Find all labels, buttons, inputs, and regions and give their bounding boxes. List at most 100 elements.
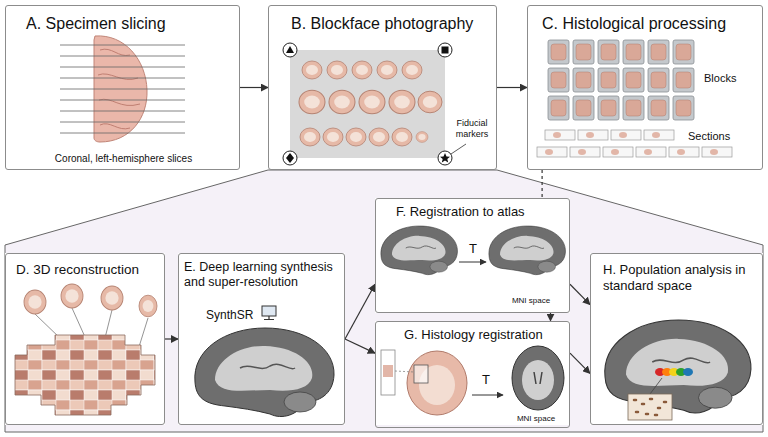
coronal-slice <box>369 128 389 146</box>
panel-label: T <box>476 372 496 388</box>
tissue-cassette <box>673 40 694 64</box>
tissue-cassette <box>573 96 594 120</box>
panel-title: E. Deep learning synthesis and super-res… <box>184 260 342 290</box>
flow-connector <box>570 284 590 304</box>
coronal-slice <box>352 61 372 79</box>
fiducial-marker <box>283 151 297 165</box>
panel-label: Fiducial markers <box>451 118 493 140</box>
mri-brain <box>195 328 334 417</box>
section-slide <box>636 147 666 157</box>
coronal-slice <box>389 90 415 113</box>
leader-line <box>650 378 662 394</box>
marker-star <box>440 153 450 163</box>
ventricle <box>534 372 542 384</box>
panel-title: A. Specimen slicing <box>26 14 236 33</box>
flow-connector <box>165 338 178 339</box>
coronal-slice <box>101 286 123 310</box>
marker-square <box>442 47 449 54</box>
coronal-slice <box>377 61 397 79</box>
coronal-slice <box>407 351 467 415</box>
panel-box: D. 3D reconstruction <box>5 253 165 425</box>
section-slide <box>669 147 699 157</box>
computer-icon <box>262 306 276 316</box>
tissue-cassette <box>548 40 569 64</box>
section-slide <box>603 147 633 157</box>
marker-triangle <box>286 46 294 53</box>
fiducial-marker <box>438 151 452 165</box>
section-slide <box>611 130 641 140</box>
glass-slide <box>381 350 395 395</box>
panel-box: G. Histology registrationT MNI space <box>375 321 570 428</box>
panel-ground <box>5 253 165 425</box>
histology-inset <box>628 394 672 420</box>
tissue-cassette <box>598 68 619 92</box>
coronal-slice <box>61 284 83 308</box>
section-slide <box>570 147 600 157</box>
atlas-white-matter <box>522 360 554 400</box>
atlas-coronal <box>512 346 564 410</box>
tissue-cassette <box>648 96 669 120</box>
panel-title: H. Population analysis in standard space <box>603 262 753 293</box>
coronal-slice <box>327 61 347 79</box>
panel-ground <box>375 198 570 313</box>
tissue-cassette <box>673 96 694 120</box>
marker-diamond <box>286 153 294 163</box>
stained-cells <box>634 399 666 415</box>
flow-connector <box>570 353 590 373</box>
panel-label: MNI space <box>496 296 566 306</box>
tissue-cassette <box>623 96 644 120</box>
panel-title: C. Histological processing <box>542 14 757 33</box>
tissue-cassette <box>573 40 594 64</box>
coronal-slice <box>392 128 412 146</box>
tissue-cassette <box>573 68 594 92</box>
tissue-cassette <box>623 40 644 64</box>
photo-board <box>290 50 445 158</box>
transform-arrow <box>459 262 486 263</box>
fiducial-marker <box>283 43 297 57</box>
slice-lines <box>60 45 185 133</box>
block-outline <box>414 365 428 383</box>
coronal-slice <box>24 290 46 314</box>
panel-box: A. Specimen slicingCoronal, left-hemisph… <box>5 5 240 170</box>
panel-title: G. Histology registration <box>404 327 566 343</box>
section-slide <box>644 130 674 140</box>
panel-title: F. Registration to atlas <box>396 204 566 220</box>
panel-label: T <box>463 241 483 257</box>
tissue-cassette <box>548 68 569 92</box>
atlas-brain <box>489 226 566 275</box>
tissue-cassette <box>648 40 669 64</box>
tissue-cassette <box>673 68 694 92</box>
atlas-brain <box>605 320 751 413</box>
leader-line <box>395 371 414 372</box>
panel-title: B. Blockface photography <box>291 14 491 33</box>
transform-arrow <box>472 395 503 396</box>
coronal-slice <box>300 128 320 146</box>
coronal-slice <box>329 90 355 113</box>
panel-label: MNI space <box>504 414 568 424</box>
fiducial-marker <box>438 43 452 57</box>
panel-box: F. Registration to atlasT MNI space <box>375 198 570 313</box>
panel-ground <box>375 321 570 425</box>
tissue-cassette <box>623 68 644 92</box>
flow-connector <box>497 87 527 88</box>
panel-box: B. Blockface photographyFiducial markers <box>268 5 497 170</box>
tissue-cassette <box>598 96 619 120</box>
mri-brain <box>381 226 458 275</box>
coronal-slice <box>359 90 385 113</box>
panel-label: SynthSR <box>206 308 266 322</box>
hippocampus-map <box>683 368 693 376</box>
coronal-slice <box>323 128 343 146</box>
voxel-volume <box>15 335 155 415</box>
coronal-slice <box>302 61 322 79</box>
panel-box: C. Histological processingBlocksSections <box>527 5 763 170</box>
slide-section <box>383 365 393 377</box>
detail-frame <box>5 170 763 432</box>
tissue-cassette <box>548 96 569 120</box>
tissue-cassette <box>648 68 669 92</box>
coronal-slice <box>416 132 428 143</box>
section-slide <box>702 147 732 157</box>
flow-connector <box>542 170 543 198</box>
panel-label: Coronal, left-hemisphere slices <box>26 153 221 165</box>
